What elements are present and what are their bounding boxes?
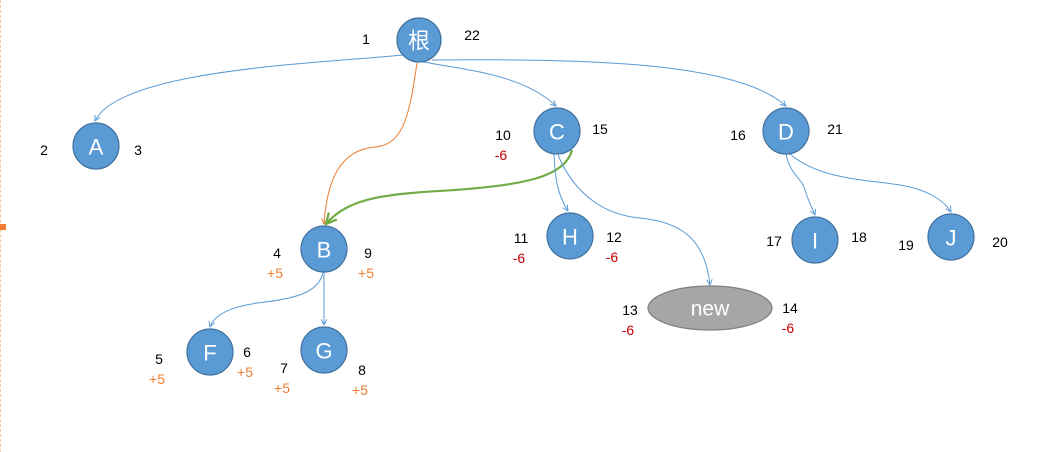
node-g-shape: [300, 326, 348, 374]
node-f: F: [186, 328, 234, 376]
node-f-left-number: 5: [155, 351, 163, 367]
node-a: A: [72, 122, 120, 170]
node-b-left-delta: +5: [267, 265, 283, 281]
node-j-right-number: 20: [992, 234, 1008, 250]
node-g-label: G: [315, 339, 332, 364]
edge-root-to-c: [407, 58, 556, 106]
node-f-shape: [186, 328, 234, 376]
node-h: H: [546, 212, 594, 260]
node-h-shape: [546, 212, 594, 260]
node-b-right-delta: +5: [358, 265, 374, 281]
edge-b-to-f: [210, 271, 324, 327]
edge-d-to-j: [789, 153, 951, 212]
node-new-label: new: [691, 298, 730, 321]
node-root: 根: [396, 17, 442, 63]
node-f-label: F: [203, 341, 216, 366]
node-b: B: [300, 225, 348, 273]
node-j-shape: [927, 213, 975, 261]
node-g-left-delta: +5: [274, 380, 290, 396]
node-a-right-number: 3: [134, 142, 142, 158]
node-j-label: J: [946, 226, 957, 251]
node-h-right-number: 12: [606, 229, 622, 245]
node-d-shape: [762, 107, 810, 155]
edge-c-to-new: [557, 154, 710, 285]
left-page-marker: [0, 224, 6, 230]
node-b-label: B: [317, 238, 332, 263]
node-new-left-delta: -6: [622, 322, 635, 338]
node-new-left-number: 13: [622, 302, 638, 318]
node-g-right-delta: +5: [352, 382, 368, 398]
node-i-shape: [791, 216, 839, 264]
node-h-left-delta: -6: [513, 250, 526, 266]
node-g-left-number: 7: [280, 360, 288, 376]
node-root-shape: [396, 17, 442, 63]
node-b-shape: [300, 225, 348, 273]
node-c: C: [533, 107, 581, 155]
node-root-left-number: 1: [362, 31, 370, 47]
edge-root-to-a: [95, 54, 404, 121]
node-h-label: H: [562, 225, 578, 250]
node-f-right-number: 6: [243, 344, 251, 360]
node-root-label: 根: [408, 29, 430, 54]
node-d-left-number: 16: [730, 127, 746, 143]
node-f-right-delta: +5: [237, 364, 253, 380]
edge-c-to-b: [326, 149, 574, 224]
node-j-left-number: 19: [898, 237, 914, 253]
node-c-shape: [533, 107, 581, 155]
node-root-right-number: 22: [464, 27, 480, 43]
node-new-shape: [647, 285, 773, 331]
edge-root-to-d: [431, 59, 786, 106]
node-g: G: [300, 326, 348, 374]
node-b-right-number: 9: [364, 245, 372, 261]
node-a-shape: [72, 122, 120, 170]
node-h-right-delta: -6: [606, 249, 619, 265]
node-d: D: [762, 107, 810, 155]
edge-d-to-i: [785, 153, 815, 215]
node-f-left-delta: +5: [149, 371, 165, 387]
node-a-label: A: [89, 135, 104, 160]
edge-root-to-b: [324, 62, 418, 224]
node-i: I: [791, 216, 839, 264]
node-d-right-number: 21: [827, 121, 843, 137]
node-h-left-number: 11: [514, 230, 529, 246]
node-d-label: D: [778, 120, 794, 145]
node-b-left-number: 4: [273, 245, 281, 261]
node-i-left-number: 17: [766, 233, 782, 249]
node-new: new: [647, 285, 773, 331]
node-g-right-number: 8: [358, 362, 366, 378]
node-c-label: C: [549, 120, 565, 145]
node-j: J: [927, 213, 975, 261]
node-new-right-number: 14: [782, 300, 798, 316]
edges-layer: [95, 54, 951, 327]
node-i-right-number: 18: [851, 229, 867, 245]
node-c-left-number: 10: [495, 127, 511, 143]
node-c-left-delta: -6: [495, 147, 508, 163]
node-c-right-number: 15: [592, 121, 608, 137]
edge-c-to-h: [553, 153, 568, 211]
node-i-label: I: [812, 229, 818, 254]
node-a-left-number: 2: [40, 142, 48, 158]
node-new-right-delta: -6: [782, 320, 795, 336]
